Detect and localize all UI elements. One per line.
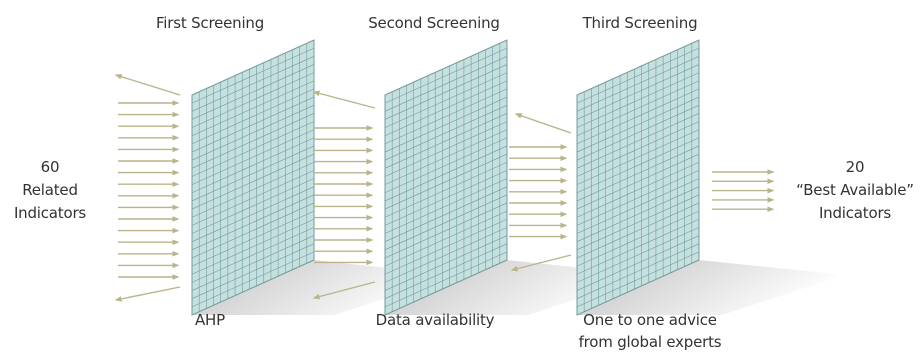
rejected-arrow: [312, 281, 376, 300]
rejected-arrow: [114, 286, 181, 302]
rejected-arrow: [510, 254, 572, 272]
output-label-line1: “Best Available”: [796, 181, 914, 199]
rejected-arrow: [312, 90, 376, 109]
grid-lines: [384, 43, 508, 312]
rejected-arrow: [514, 113, 572, 134]
output-label-line2: Indicators: [818, 204, 892, 222]
screening-3-method-line1: One to one advice: [583, 311, 717, 329]
screen-panel-3: [576, 39, 845, 316]
input-count: 60: [40, 158, 60, 176]
screening-3-method-line2: from global experts: [578, 333, 722, 351]
input-label-line1: Related: [22, 181, 78, 199]
screen-panel-2: [384, 39, 650, 316]
output-count: 20: [845, 158, 865, 176]
rejected-arrow: [114, 73, 181, 96]
input-label-line2: Indicators: [13, 204, 87, 222]
screening-1-title: First Screening: [155, 14, 265, 32]
grid-lines: [191, 43, 315, 312]
grid-lines: [576, 43, 700, 312]
screening-1-method: AHP: [195, 311, 225, 329]
panel-shadow: [577, 260, 845, 315]
screening-3-title: Third Screening: [582, 14, 698, 32]
screening-2-method: Data availability: [375, 311, 495, 329]
screening-2-title: Second Screening: [368, 14, 500, 32]
